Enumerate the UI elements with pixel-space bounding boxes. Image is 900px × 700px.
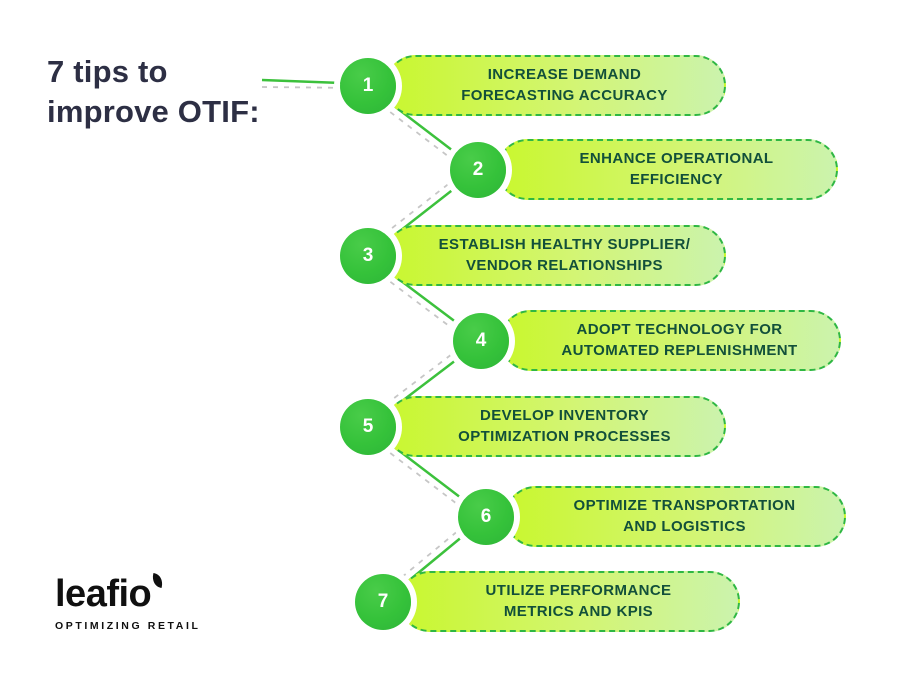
tip-number-circle-1: 1 bbox=[340, 58, 396, 114]
tip-number-6: 6 bbox=[480, 506, 492, 527]
tip-label-1: INCREASE DEMAND FORECASTING ACCURACY bbox=[461, 66, 668, 104]
tip-number-5: 5 bbox=[362, 416, 374, 437]
tip-number-circle-4: 4 bbox=[453, 313, 509, 369]
tip-label-5: DEVELOP INVENTORY OPTIMIZATION PROCESSES bbox=[458, 407, 671, 445]
tip-number-circle-5: 5 bbox=[340, 399, 396, 455]
tip-number-circle-7: 7 bbox=[355, 574, 411, 630]
tip-number-circle-6: 6 bbox=[458, 489, 514, 545]
tip-label-4: ADOPT TECHNOLOGY FOR AUTOMATED REPLENISH… bbox=[561, 321, 798, 359]
tip-number-2: 2 bbox=[472, 159, 484, 180]
tip-pill-1: INCREASE DEMAND FORECASTING ACCURACY bbox=[385, 55, 726, 116]
tip-number-circle-3: 3 bbox=[340, 228, 396, 284]
tip-pill-3: ESTABLISH HEALTHY SUPPLIER/ VENDOR RELAT… bbox=[385, 225, 726, 286]
tip-label-6: OPTIMIZE TRANSPORTATION AND LOGISTICS bbox=[573, 497, 796, 535]
logo-tagline: OPTIMIZING RETAIL bbox=[55, 620, 201, 632]
tip-number-circle-2: 2 bbox=[450, 142, 506, 198]
logo-text: leafio bbox=[55, 573, 152, 615]
tip-number-3: 3 bbox=[362, 245, 374, 266]
logo-wordmark: leafio bbox=[55, 572, 165, 615]
tip-pill-6: OPTIMIZE TRANSPORTATION AND LOGISTICS bbox=[505, 486, 846, 547]
leafio-logo: leafio OPTIMIZING RETAIL bbox=[55, 572, 201, 632]
tip-label-2: ENHANCE OPERATIONAL EFFICIENCY bbox=[579, 150, 774, 188]
tip-number-1: 1 bbox=[362, 75, 374, 96]
tip-pill-7: UTILIZE PERFORMANCE METRICS AND KPIS bbox=[399, 571, 740, 632]
tip-pill-2: ENHANCE OPERATIONAL EFFICIENCY bbox=[497, 139, 838, 200]
leaf-mark-icon bbox=[151, 572, 165, 589]
tip-pill-4: ADOPT TECHNOLOGY FOR AUTOMATED REPLENISH… bbox=[500, 310, 841, 371]
page-title: 7 tips to improve OTIF: bbox=[47, 54, 260, 129]
tip-number-4: 4 bbox=[475, 330, 487, 351]
tip-pill-5: DEVELOP INVENTORY OPTIMIZATION PROCESSES bbox=[385, 396, 726, 457]
tip-number-7: 7 bbox=[377, 591, 389, 612]
tip-label-7: UTILIZE PERFORMANCE METRICS AND KPIS bbox=[485, 582, 672, 620]
tip-label-3: ESTABLISH HEALTHY SUPPLIER/ VENDOR RELAT… bbox=[438, 236, 691, 274]
